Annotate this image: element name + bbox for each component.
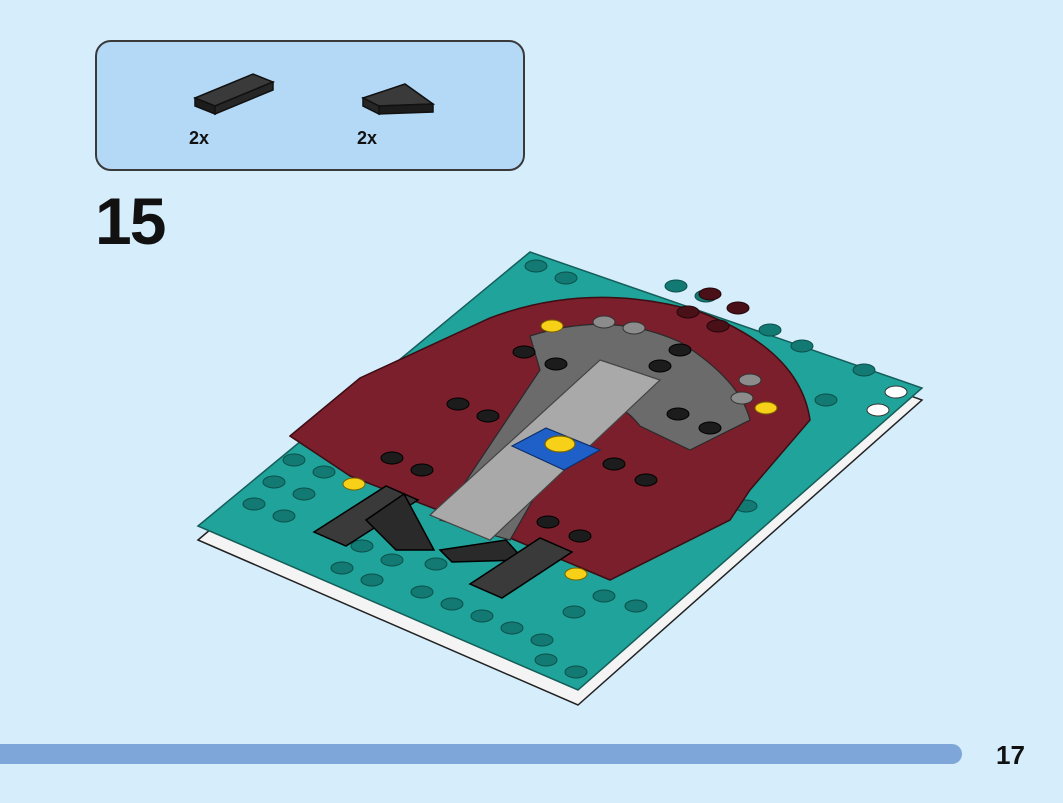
build-model-illustration (190, 250, 930, 710)
progress-bar (0, 744, 962, 764)
part-quantity: 2x (189, 128, 210, 148)
part-quantity: 2x (357, 128, 378, 148)
parts-list-box: 2x 2x (95, 40, 525, 171)
step-number: 15 (95, 184, 166, 258)
race-track-model-icon (196, 251, 924, 706)
part-tile-1x2: 2x (189, 70, 299, 160)
black-wedge-tile-icon (361, 83, 436, 116)
black-tile-1x2-icon (193, 73, 275, 116)
page-number: 17 (996, 740, 1025, 770)
part-wedge-tile: 2x (357, 70, 467, 160)
